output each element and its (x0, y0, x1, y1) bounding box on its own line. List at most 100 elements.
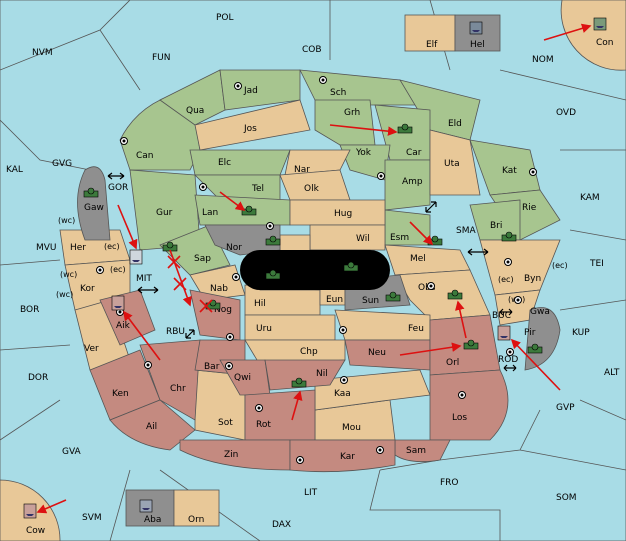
dislodge-cross-icon (167, 255, 181, 269)
region-Elc[interactable] (189, 149, 291, 176)
label-Kaa: Kaa (334, 389, 351, 399)
label-Yok: Yok (355, 148, 372, 158)
label-Grh: Grh (344, 108, 360, 118)
supply-center-icon (296, 456, 304, 464)
region-Chr[interactable] (139, 339, 201, 421)
label-Olk: Olk (304, 184, 320, 194)
label-Sap: Sap (194, 254, 211, 264)
label-Hil: Hil (254, 299, 266, 309)
svg-text:(wc): (wc) (58, 216, 75, 225)
label-Ken: Ken (112, 389, 129, 399)
label-Elc: Elc (218, 158, 231, 168)
svg-text:(ec): (ec) (552, 261, 568, 270)
label-KUP: KUP (572, 328, 590, 338)
label-Los: Los (452, 413, 467, 423)
label-SMA: SMA (456, 226, 476, 236)
land-labels: Elf Hel Con Jad Sch Qua Jos Grh Eld Can … (26, 38, 614, 536)
sea-labels: POL NVM FUN COB NOM OVD KAL GVG KAM TEI … (6, 13, 620, 530)
label-FRO: FRO (440, 478, 459, 488)
label-Mel: Mel (410, 254, 426, 264)
label-Uru: Uru (256, 324, 272, 334)
label-Rot: Rot (256, 420, 271, 430)
move-arrow-icon (291, 390, 303, 421)
impassable-lake (240, 250, 390, 290)
label-Nog: Nog (214, 305, 232, 315)
label-SOM: SOM (556, 493, 577, 503)
region-Ail[interactable] (109, 399, 196, 451)
label-Ail: Ail (146, 422, 157, 432)
label-GVP: GVP (556, 403, 575, 413)
label-Wil: Wil (356, 234, 370, 244)
region-Orn[interactable] (173, 489, 220, 527)
label-Chr: Chr (170, 384, 186, 394)
label-Bri: Bri (490, 221, 502, 231)
label-Web: Web (286, 273, 306, 283)
label-Con: Con (596, 38, 614, 48)
army-icon (397, 123, 413, 134)
region-Wil[interactable] (309, 224, 386, 251)
label-Nor: Nor (226, 243, 242, 253)
region-Nil[interactable] (264, 359, 346, 391)
move-arrow-icon (169, 249, 192, 307)
label-MIT: MIT (136, 274, 152, 284)
label-Sot: Sot (218, 418, 233, 428)
label-Amp: Amp (402, 177, 423, 187)
label-TEI: TEI (589, 259, 604, 269)
label-GVG: GVG (52, 159, 72, 169)
label-Car: Car (406, 148, 422, 158)
label-Jad: Jad (243, 86, 258, 96)
label-Bar: Bar (204, 362, 220, 372)
label-Nil: Nil (316, 369, 328, 379)
label-LIT: LIT (304, 488, 318, 498)
label-NOM: NOM (532, 55, 554, 65)
label-Obs: Obs (418, 283, 436, 293)
move-arrow-icon (117, 204, 138, 250)
label-Hug: Hug (334, 209, 352, 219)
label-Qwi: Qwi (234, 373, 251, 383)
label-Ost: Ost (316, 258, 332, 268)
region-Jos[interactable] (194, 99, 311, 151)
move-arrow-icon (36, 499, 67, 514)
supply-center-icon (266, 222, 274, 230)
supply-center-icon (199, 183, 207, 191)
supply-center-icon (319, 76, 327, 84)
label-Sam: Sam (406, 446, 426, 456)
fleet-icon (593, 17, 607, 31)
label-Feu: Feu (408, 324, 424, 334)
region-Pir[interactable] (524, 307, 561, 371)
supply-center-icon (226, 333, 234, 341)
label-COB: COB (302, 45, 322, 55)
region-Los[interactable] (429, 369, 509, 441)
region-Gaw[interactable] (77, 166, 111, 241)
label-Skr: Skr (286, 255, 301, 265)
label-DOR: DOR (28, 373, 48, 383)
region-Uta[interactable] (429, 129, 481, 196)
region-Con[interactable] (560, 0, 626, 71)
region-Sam[interactable] (394, 439, 451, 463)
region-Rot[interactable] (244, 389, 316, 441)
fleet-icon (129, 249, 143, 265)
svg-text:(ec): (ec) (498, 275, 514, 284)
label-Nar: Nar (294, 165, 310, 175)
label-Orn: Orn (188, 515, 204, 525)
region-Amp[interactable] (384, 159, 431, 211)
label-Kar: Kar (340, 452, 355, 462)
label-Neu: Neu (368, 348, 386, 358)
move-arrow-icon (123, 310, 161, 361)
region-Kar[interactable] (289, 439, 396, 473)
region-Sch[interactable] (299, 69, 432, 106)
label-GOR: GOR (108, 183, 128, 193)
label-Kat: Kat (502, 166, 517, 176)
army-icon (241, 205, 257, 216)
army-icon (265, 235, 281, 246)
label-Orl: Orl (446, 358, 459, 368)
region-Neu[interactable] (344, 339, 431, 371)
supply-center-icon (234, 82, 242, 90)
supply-center-icon (225, 362, 233, 370)
label-POL: POL (216, 13, 234, 23)
label-BOR: BOR (20, 305, 39, 315)
continent (59, 69, 561, 473)
supply-center-icon (120, 137, 128, 145)
supply-center-icon (232, 273, 240, 281)
army-icon (83, 187, 99, 198)
